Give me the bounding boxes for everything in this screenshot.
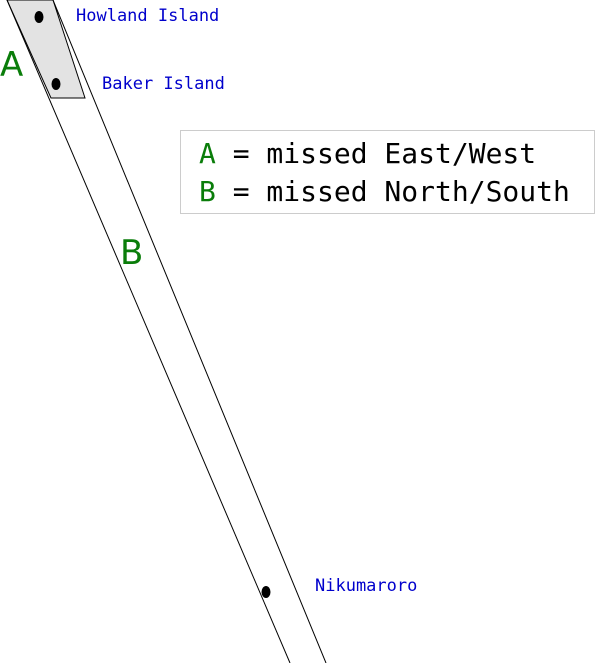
howland-island-label: Howland Island (76, 6, 219, 26)
legend-row-a: A = missed East/West (199, 135, 594, 173)
legend-text-b: = missed North/South (215, 175, 570, 208)
strip-right-edge (52, 0, 327, 663)
legend-box: A = missed East/West B = missed North/So… (180, 130, 595, 214)
legend-key-b: B (199, 175, 216, 208)
nikumaroro-label: Nikumaroro (315, 576, 417, 596)
howland-island-dot (34, 11, 44, 23)
region-a-shaded-area (6, 0, 86, 99)
baker-island-dot (51, 78, 61, 90)
strip-left-edge (6, 0, 291, 663)
region-a-label: A (0, 45, 23, 85)
legend-row-b: B = missed North/South (199, 173, 594, 211)
legend-key-a: A (199, 137, 216, 170)
legend-text-a: = missed East/West (215, 137, 537, 170)
baker-island-label: Baker Island (102, 74, 225, 94)
region-b-label: B (120, 233, 143, 273)
nikumaroro-dot (261, 586, 271, 598)
